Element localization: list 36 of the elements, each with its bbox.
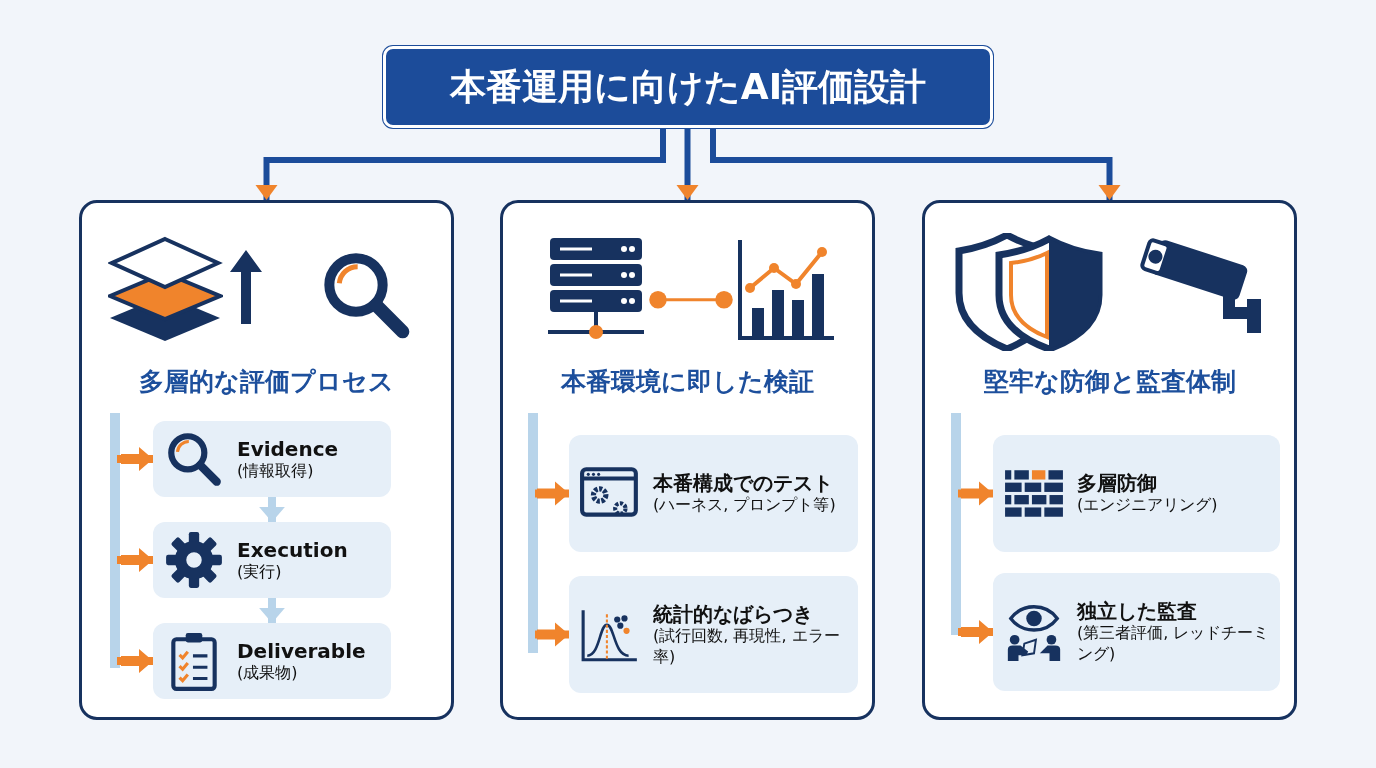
step-subtitle: (第三者評価, レッドチーミング) — [1077, 623, 1271, 665]
step-card — [993, 435, 1280, 552]
step-subtitle: (情報取得) — [237, 460, 315, 482]
step-title: Execution — [237, 537, 349, 562]
arrow — [255, 128, 666, 200]
arrow — [259, 497, 285, 522]
arrow — [710, 128, 1121, 200]
step-card — [993, 573, 1280, 691]
step-subtitle: (ハーネス, プロンプト等) — [653, 495, 837, 516]
step-subtitle: (実行) — [237, 561, 283, 583]
step-title: 本番構成でのテスト — [653, 471, 834, 496]
arrow — [259, 598, 285, 623]
step-subtitle: (エンジニアリング) — [1077, 495, 1219, 516]
step-card — [569, 435, 858, 552]
panel-heading: 堅牢な防御と監査体制 — [982, 366, 1237, 398]
step-title: 独立した監査 — [1077, 599, 1198, 624]
step-card — [153, 421, 391, 497]
step-title: Evidence — [237, 436, 340, 461]
step-card — [153, 623, 391, 699]
step-card — [569, 576, 858, 693]
connector-line — [649, 291, 733, 309]
step-title: 統計的なばらつき — [653, 601, 814, 626]
arrow — [676, 128, 699, 200]
step-subtitle: (試行回数, 再現性, エラー率) — [653, 625, 841, 668]
step-title: Deliverable — [237, 638, 367, 663]
title-banner — [383, 46, 993, 128]
chart-icon — [736, 238, 836, 343]
step-title: 多層防御 — [1077, 471, 1158, 496]
step-subtitle: (成果物) — [237, 662, 299, 684]
panel-card — [922, 200, 1297, 720]
panel-heading: 多層的な評価プロセス — [138, 366, 395, 398]
panel-card — [79, 200, 454, 720]
panel-card — [500, 200, 875, 720]
banner-label: 本番運用に向けたAI評価設計 — [449, 64, 927, 109]
step-card — [153, 522, 391, 598]
panel-heading: 本番環境に即した検証 — [559, 366, 815, 398]
